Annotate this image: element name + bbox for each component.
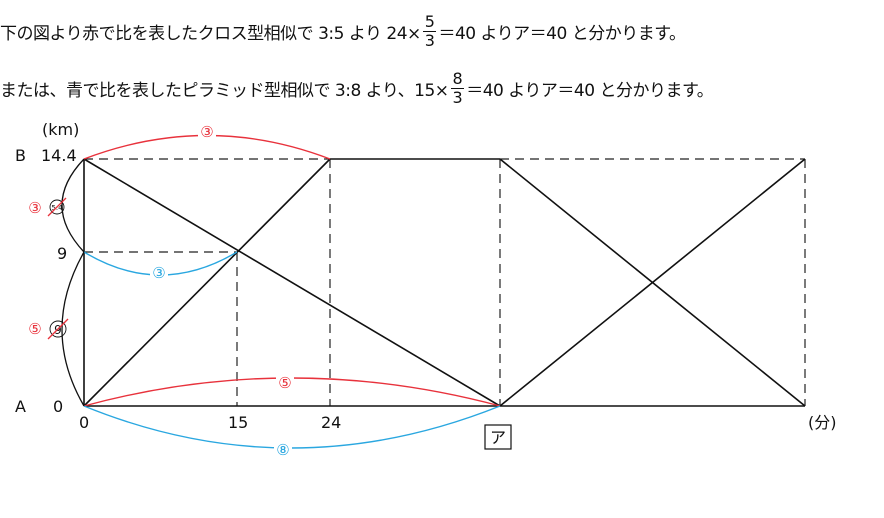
ratio-label-left-lower: ⑤ bbox=[28, 320, 41, 338]
blue-arcs bbox=[83, 251, 501, 449]
line1-text-after: ＝40 よりア＝40 と分かります。 bbox=[438, 24, 686, 44]
line2-fraction-denominator: 3 bbox=[452, 88, 463, 107]
line-A-up bbox=[83, 158, 331, 407]
line1-text-before: 下の図より赤で比を表したクロス型相似で 3:5 より 24× bbox=[0, 24, 421, 44]
line-B-down bbox=[83, 158, 501, 407]
line1-fraction-denominator: 3 bbox=[424, 31, 435, 50]
crossed-value-lower: 9 bbox=[47, 318, 69, 340]
y-tick-9: 9 bbox=[57, 244, 67, 263]
x-tick-0: 0 bbox=[79, 413, 89, 432]
line-up-right bbox=[499, 158, 806, 407]
left-arc-upper bbox=[61, 158, 85, 253]
crossed-value-upper: 5.4 bbox=[47, 197, 67, 217]
line2-text-before: または、青で比を表したピラミッド型相似で 3:8 より、15× bbox=[0, 81, 449, 101]
ratio-label-mid-blue: ③ bbox=[152, 264, 165, 282]
dashed-guides bbox=[84, 158, 806, 406]
line2-text-after: ＝40 よりア＝40 と分かります。 bbox=[466, 81, 714, 101]
ratio-label-bottom-red: ⑤ bbox=[278, 374, 291, 392]
answer-box-a-text: ア bbox=[490, 428, 506, 447]
line2-fraction-numerator: 8 bbox=[450, 69, 465, 89]
graph-lines bbox=[83, 158, 806, 407]
y-tick-0: 0 bbox=[53, 397, 63, 416]
crossed-value-lower-text: 9 bbox=[54, 323, 62, 337]
line1-fraction-numerator: 5 bbox=[422, 12, 437, 32]
crossed-value-upper-text: 5.4 bbox=[51, 204, 63, 212]
x-tick-24: 24 bbox=[321, 413, 341, 432]
answer-box-a: ア bbox=[484, 424, 512, 450]
y-tick-14-4: 14.4 bbox=[41, 146, 77, 165]
left-arc-lower bbox=[61, 251, 85, 407]
x-tick-15: 15 bbox=[228, 413, 248, 432]
ratio-label-bottom-blue: ⑧ bbox=[276, 441, 289, 459]
red-arcs bbox=[83, 134, 501, 407]
left-arcs bbox=[61, 158, 85, 407]
point-A-label: A bbox=[15, 397, 26, 416]
x-unit-label: (分) bbox=[808, 413, 837, 432]
y-unit-label: (km) bbox=[42, 120, 79, 139]
ratio-label-top-red: ③ bbox=[200, 123, 213, 141]
point-B-label: B bbox=[15, 146, 26, 165]
ratio-label-left-upper: ③ bbox=[28, 199, 41, 217]
